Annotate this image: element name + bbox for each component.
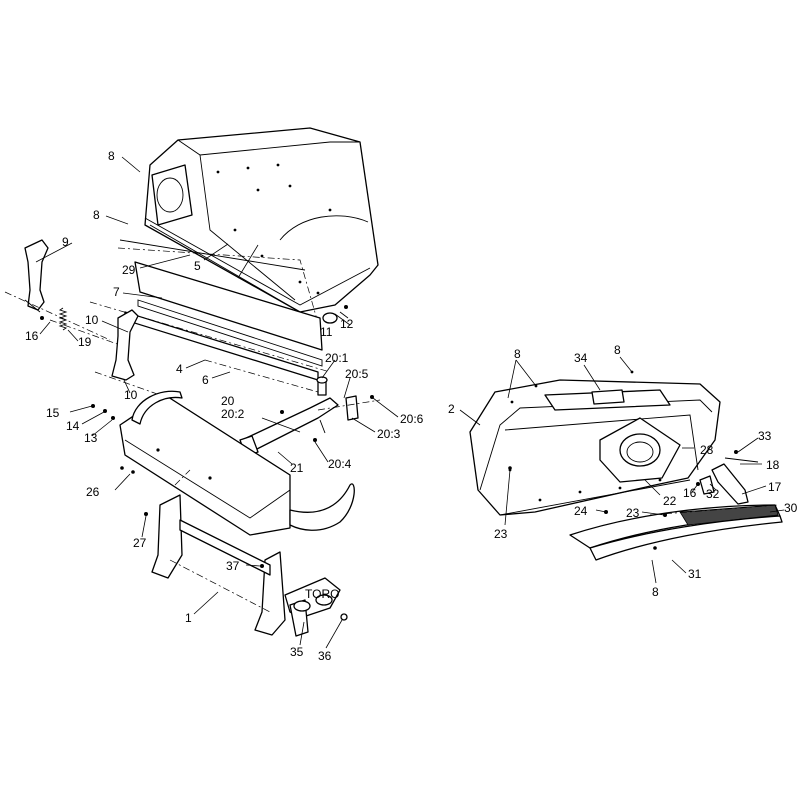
label-20-6: 20:6 xyxy=(400,412,424,426)
hitch-20 xyxy=(239,376,381,457)
label-5: 5 xyxy=(194,259,201,273)
label-20: 20 xyxy=(221,394,235,408)
label-9: 9 xyxy=(62,235,69,249)
label-20-5: 20:5 xyxy=(345,367,369,381)
label-8-hood-side: 8 xyxy=(93,208,100,222)
bracket-10 xyxy=(94,309,161,396)
label-21: 21 xyxy=(290,461,304,475)
hardware-misc xyxy=(91,305,374,568)
label-23-right: 23 xyxy=(626,506,640,520)
bracket-9 xyxy=(4,239,121,346)
leader-lines xyxy=(35,156,785,649)
handle-17 xyxy=(696,450,759,505)
plate-29 xyxy=(117,239,321,331)
label-17: 17 xyxy=(768,480,782,494)
label-11: 11 xyxy=(320,325,333,339)
label-8-box-left: 8 xyxy=(514,347,521,361)
label-37: 37 xyxy=(226,559,240,573)
label-30: 30 xyxy=(784,501,798,515)
callout-labels: 8 8 9 5 29 7 12 10 16 19 11 4 6 10 20:1 … xyxy=(25,149,798,663)
label-1: 1 xyxy=(185,611,192,625)
label-19: 19 xyxy=(78,335,92,349)
label-34: 34 xyxy=(574,351,588,365)
label-7: 7 xyxy=(113,285,120,299)
label-29: 29 xyxy=(122,263,136,277)
label-8-hood-top: 8 xyxy=(108,149,115,163)
label-20-4: 20:4 xyxy=(328,457,352,471)
label-13: 13 xyxy=(84,431,98,445)
label-18: 18 xyxy=(766,458,780,472)
pipe-35: TORO xyxy=(284,577,348,637)
spring-19 xyxy=(58,307,68,331)
label-26: 26 xyxy=(86,485,100,499)
label-10-lower: 10 xyxy=(124,388,138,402)
label-6: 6 xyxy=(202,373,209,387)
label-12: 12 xyxy=(340,317,354,331)
label-15: 15 xyxy=(46,406,60,420)
label-31: 31 xyxy=(688,567,702,581)
label-10-upper: 10 xyxy=(85,313,99,327)
label-4: 4 xyxy=(176,362,183,376)
hardware-right xyxy=(508,466,667,550)
label-20-2: 20:2 xyxy=(221,407,245,421)
screen-30 xyxy=(569,504,783,561)
collector-box-2 xyxy=(469,370,721,516)
label-16-left: 16 xyxy=(25,329,39,343)
label-8-screen: 8 xyxy=(652,585,659,599)
pipe-logo-text: TORO xyxy=(305,587,339,601)
label-16-right: 16 xyxy=(683,486,697,500)
label-35: 35 xyxy=(290,645,304,659)
label-32: 32 xyxy=(706,487,720,501)
label-23-left: 23 xyxy=(494,527,508,541)
label-28: 28 xyxy=(700,443,714,457)
label-36: 36 xyxy=(318,649,332,663)
label-2: 2 xyxy=(448,402,455,416)
label-8-box-right: 8 xyxy=(614,343,621,357)
label-20-3: 20:3 xyxy=(377,427,401,441)
label-14: 14 xyxy=(66,419,80,433)
label-33: 33 xyxy=(758,429,772,443)
label-27: 27 xyxy=(133,536,147,550)
hood-cover xyxy=(144,127,379,313)
label-22: 22 xyxy=(663,494,677,508)
label-20-1: 20:1 xyxy=(325,351,349,365)
frame-1 xyxy=(119,390,355,636)
label-24: 24 xyxy=(574,504,588,518)
